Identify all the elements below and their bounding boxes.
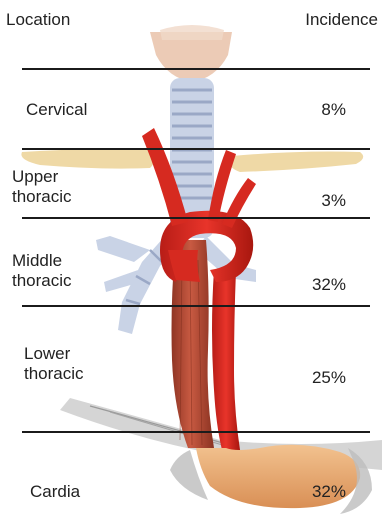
incidence-value-lower-thoracic: 25% — [312, 368, 346, 388]
incidence-value-upper-thoracic: 3% — [321, 191, 346, 211]
incidence-value-middle-thoracic: 32% — [312, 275, 346, 295]
region-divider — [22, 217, 370, 219]
region-label-line: Cervical — [26, 100, 87, 120]
region-label-lower-thoracic: Lower thoracic — [24, 344, 84, 384]
region-label-upper-thoracic: Upper thoracic — [12, 167, 72, 207]
incidence-column-header: Incidence — [305, 10, 378, 30]
right-clavicle-shape — [229, 152, 363, 173]
region-divider — [22, 68, 370, 70]
region-divider — [22, 148, 370, 150]
region-label-line: thoracic — [12, 187, 72, 207]
left-clavicle-shape — [21, 149, 154, 168]
larynx-upper-shape — [160, 25, 224, 40]
region-label-cervical: Cervical — [26, 100, 87, 120]
region-divider — [22, 305, 370, 307]
region-label-middle-thoracic: Middle thoracic — [12, 251, 72, 291]
descending-aorta-shape — [212, 270, 240, 450]
location-column-header: Location — [6, 10, 70, 30]
region-label-line: thoracic — [24, 364, 84, 384]
region-label-line: Cardia — [30, 482, 80, 502]
region-label-line: Middle — [12, 251, 72, 271]
incidence-value-cervical: 8% — [321, 100, 346, 120]
region-label-line: thoracic — [12, 271, 72, 291]
region-label-line: Upper — [12, 167, 72, 187]
region-label-cardia: Cardia — [30, 482, 80, 502]
incidence-value-cardia: 32% — [312, 482, 346, 502]
region-label-line: Lower — [24, 344, 84, 364]
region-divider — [22, 431, 370, 433]
